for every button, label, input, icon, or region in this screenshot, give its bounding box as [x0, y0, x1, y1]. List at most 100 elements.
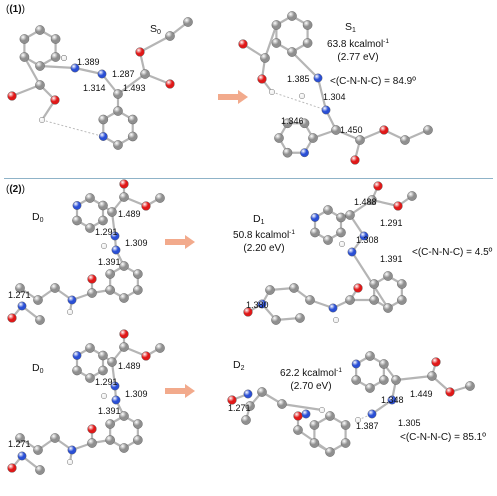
carbon-atom: [397, 295, 407, 305]
state-sub: 2: [240, 365, 245, 372]
state-label-d1: D1: [253, 214, 265, 226]
nitrogen-atom: [110, 381, 120, 391]
bond-stick: [116, 72, 147, 96]
carbon-atom: [351, 375, 361, 385]
oxygen-atom: [393, 201, 403, 211]
hydrogen-atom: [100, 393, 107, 400]
oxygen-atom: [135, 47, 145, 57]
nitrogen-atom: [72, 201, 82, 210]
carbon-atom: [287, 47, 297, 57]
carbon-atom: [113, 140, 123, 150]
carbon-atom: [369, 279, 379, 289]
carbon-atom: [133, 419, 143, 429]
carbon-atom: [119, 192, 129, 202]
carbon-atom: [98, 215, 108, 226]
hydrogen-atom: [66, 309, 73, 316]
state-label-s0: S0: [150, 24, 161, 36]
energy-ev: (2.20 eV): [243, 242, 285, 254]
bond-length: 1.271: [228, 403, 251, 413]
carbon-atom: [155, 343, 165, 353]
carbon-atom: [105, 269, 115, 279]
hydrogen-bond: [41, 119, 104, 137]
carbon-atom: [87, 438, 97, 448]
nitrogen-atom: [359, 231, 369, 241]
hydrogen-atom: [61, 55, 68, 62]
bond-stick: [263, 23, 278, 60]
transition-arrow: [218, 90, 248, 104]
carbon-atom: [33, 295, 43, 305]
panel-tag-2: ((2)): [6, 184, 25, 195]
carbon-atom: [127, 131, 138, 142]
carbon-atom: [331, 125, 341, 135]
bond-length: 1.271: [8, 439, 31, 449]
bond-stick: [394, 374, 434, 382]
bond-length: 1.271: [8, 290, 31, 300]
hydrogen-atom: [66, 459, 73, 466]
bond-length: 1.489: [118, 209, 141, 219]
carbon-atom: [423, 125, 433, 135]
carbon-atom: [397, 279, 407, 289]
carbon-atom: [15, 283, 25, 293]
carbon-atom: [133, 285, 143, 295]
bond-length: 1.314: [83, 83, 106, 93]
carbon-atom: [119, 342, 129, 352]
state-label-d0-bottom: D0: [32, 363, 44, 375]
oxygen-atom: [7, 463, 17, 473]
carbon-atom: [427, 371, 437, 381]
carbon-atom: [140, 69, 150, 79]
nitrogen-atom: [321, 105, 331, 115]
bond-stick: [10, 83, 42, 98]
state-label-d0-top: D0: [32, 212, 44, 224]
bond-stick: [350, 250, 390, 310]
oxygen-atom: [257, 74, 267, 84]
energy-ev: (2.70 eV): [290, 380, 332, 392]
nitrogen-atom: [97, 69, 107, 79]
nitrogen-atom: [243, 389, 253, 399]
bond-length: 1.291: [95, 377, 118, 387]
nitrogen-atom: [72, 351, 82, 360]
carbon-atom: [241, 415, 251, 425]
carbon-atom: [19, 34, 30, 44]
carbon-atom: [379, 359, 389, 369]
panel-tag-1: ((1)): [6, 4, 25, 15]
carbon-atom: [183, 17, 193, 27]
state-main: D: [32, 362, 40, 374]
bond-length: 1.493: [123, 83, 146, 93]
bond-length: 1.380: [246, 300, 269, 310]
state-main: D: [233, 359, 241, 371]
bond-stick: [290, 50, 320, 80]
oxygen-atom: [350, 155, 360, 165]
energy-unit-sup: -1: [336, 367, 342, 374]
nitrogen-atom: [110, 231, 120, 241]
carbon-atom: [407, 191, 417, 201]
carbon-atom: [35, 315, 45, 325]
bond-stick: [316, 76, 328, 112]
oxygen-atom: [445, 387, 455, 397]
carbon-atom: [107, 357, 117, 367]
carbon-atom: [133, 269, 143, 279]
bond-length: 1.389: [77, 57, 100, 67]
carbon-atom: [35, 61, 45, 71]
bond-stick: [73, 66, 104, 76]
state-sub: 0: [39, 368, 44, 375]
nitrogen-atom: [367, 409, 377, 419]
carbon-atom: [295, 313, 305, 323]
energy-unit-sup: -1: [383, 38, 389, 45]
energy-s1: 63.8 kcalmol-1 (2.77 eV): [318, 38, 398, 64]
carbon-atom: [302, 38, 313, 48]
dihedral-d1: <(C-N-N-C) = 4.5º: [412, 247, 493, 258]
carbon-atom: [265, 285, 275, 295]
energy-d1: 50.8 kcalmol-1 (2.20 eV): [225, 229, 303, 255]
carbon-atom: [340, 438, 351, 448]
carbon-atom: [50, 433, 60, 443]
carbon-atom: [379, 375, 389, 385]
nitrogen-atom: [111, 395, 121, 405]
carbon-atom: [345, 295, 355, 305]
carbon-atom: [105, 285, 115, 295]
carbon-atom: [35, 80, 45, 90]
dihedral-s1: <(C-N-N-C) = 84.9º: [330, 76, 416, 87]
bond-length: 1.391: [98, 257, 121, 267]
oxygen-atom: [373, 181, 383, 191]
